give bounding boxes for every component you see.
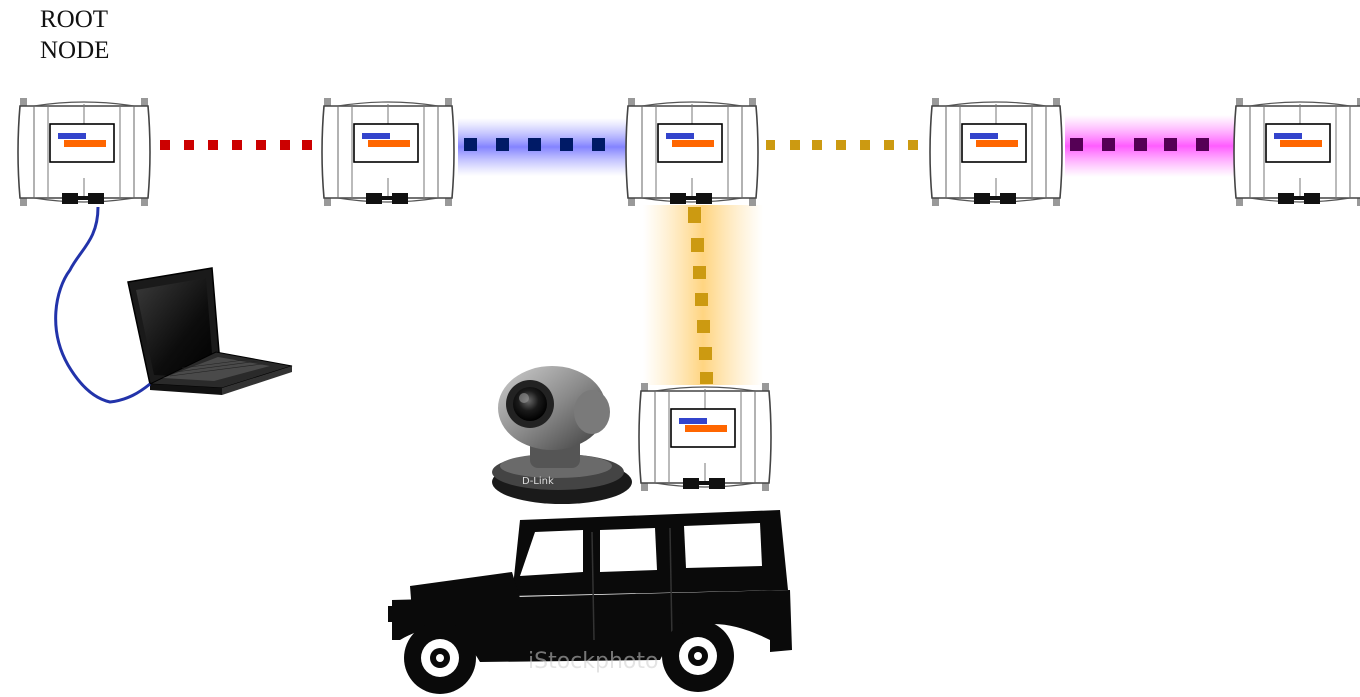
camera-brand-label: D-Link <box>522 476 554 487</box>
vehicle-node[interactable] <box>639 383 771 491</box>
vehicle-icon: iStockphoto <box>388 510 792 694</box>
ip-camera-icon: D-Link <box>492 366 632 504</box>
link-gold-node3-to-node4 <box>766 140 918 150</box>
laptop-icon <box>128 268 292 395</box>
mesh-node-4[interactable] <box>930 98 1062 206</box>
link-glow-pink <box>1065 115 1235 177</box>
watermark-text: iStockphoto <box>528 649 658 674</box>
mesh-node-2[interactable] <box>322 98 454 206</box>
root-node[interactable] <box>18 98 150 206</box>
mesh-node-5[interactable] <box>1234 98 1360 206</box>
mesh-node-3[interactable] <box>626 98 758 206</box>
link-red-root-to-node2 <box>160 140 312 150</box>
